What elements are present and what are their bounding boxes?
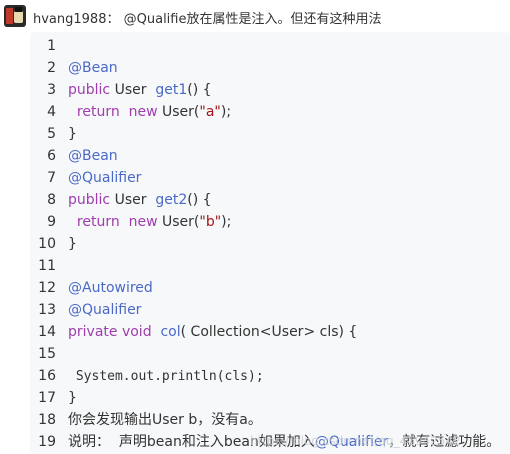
code-text: 说明： 声明bean和注入bean如果加入@Qualifier，就有过滤功能。 <box>68 431 500 453</box>
annotation-token: @Qualifier <box>68 302 142 318</box>
code-line: 18 你会发现输出User b，没有a。 <box>30 409 510 431</box>
code-text: System.out.println(cls); <box>68 365 264 388</box>
code-line: 12 @Autowired <box>30 277 510 299</box>
line-number: 18 <box>38 412 56 428</box>
code-line: 17} <box>30 387 510 409</box>
annotation-token: @Qualifier <box>68 170 142 186</box>
line-number: 7 <box>47 170 56 186</box>
plain-token: () { <box>187 82 212 98</box>
code-line: 13 @Qualifier <box>30 299 510 321</box>
line-number: 5 <box>47 126 56 142</box>
code-text: public User get1() { <box>68 79 212 101</box>
code-line: 1 <box>30 35 510 57</box>
line-number: 11 <box>38 258 56 274</box>
comment-body: @Qualifie放在属性是注入。但还有这种用法 <box>123 12 382 27</box>
code-line: 19 说明： 声明bean和注入bean如果加入@Qualifier，就有过滤功能… <box>30 431 510 453</box>
plain-token: User <box>110 192 156 208</box>
code-line: 14 private void col( Collection<User> cls… <box>30 321 510 343</box>
annotation-token: @Qualifier <box>314 434 389 450</box>
comment-text: hvang1988： @Qualifie放在属性是注入。但还有这种用法 <box>33 8 381 27</box>
line-number: 8 <box>47 192 56 208</box>
code-text: } <box>68 233 77 255</box>
code-line: 2 @Bean <box>30 57 510 79</box>
line-number: 16 <box>38 368 56 384</box>
code-line: 9 return new User("b"); <box>30 211 510 233</box>
code-text: private void col( Collection<User> cls) … <box>68 321 357 343</box>
code-text: @Bean <box>68 145 118 167</box>
code-text: @Autowired <box>68 277 153 299</box>
code-line: 3 public User get1() { <box>30 79 510 101</box>
code-text: @Qualifier <box>68 299 141 321</box>
plain-token: User <box>110 82 156 98</box>
code-text: 你会发现输出User b，没有a。 <box>68 409 262 431</box>
plain-token: User( <box>157 214 200 230</box>
function-token: col <box>160 324 181 340</box>
plain-token: ); <box>221 214 232 230</box>
line-number: 14 <box>38 324 56 340</box>
function-token: get1 <box>155 82 188 98</box>
line-number: 6 <box>47 148 56 164</box>
string-token: "a" <box>199 104 221 120</box>
annotation-token: @Autowired <box>68 280 153 296</box>
annotation-token: @Bean <box>68 148 118 164</box>
keyword-token: public <box>68 192 111 208</box>
keyword-token: new <box>128 214 158 230</box>
plain-token: } <box>68 390 77 406</box>
keyword-token: new <box>128 104 158 120</box>
plain-token <box>120 214 129 230</box>
line-number: 4 <box>47 104 56 120</box>
code-text: @Qualifier <box>68 167 141 189</box>
plain-token: 说明： 声明bean和注入bean如果加入 <box>68 434 315 450</box>
code-text: return new User("b"); <box>68 211 231 233</box>
line-number: 13 <box>38 302 56 318</box>
code-line: 4 return new User("a"); <box>30 101 510 123</box>
code-line: 15 <box>30 343 510 365</box>
line-number: 15 <box>38 346 56 362</box>
code-line: 8 public User get2() { <box>30 189 510 211</box>
line-number: 12 <box>38 280 56 296</box>
code-text: @Bean <box>68 57 118 79</box>
line-number: 9 <box>47 214 56 230</box>
code-line: 10} <box>30 233 510 255</box>
function-token: get2 <box>155 192 188 208</box>
line-number: 17 <box>38 390 56 406</box>
line-number: 1 <box>47 38 56 54</box>
plain-token: User( <box>157 104 200 120</box>
watermark-text: https://blog.csdn.net/qq_41942542 <box>250 434 461 448</box>
comment-header: hvang1988： @Qualifie放在属性是注入。但还有这种用法 <box>0 0 510 32</box>
plain-token: ，就有过滤功能。 <box>388 434 501 450</box>
string-token: "b" <box>199 214 222 230</box>
keyword-token: return <box>68 104 120 120</box>
line-number: 2 <box>47 60 56 76</box>
plain-token <box>120 104 129 120</box>
plain-token: ); <box>220 104 232 120</box>
code-line: 7 @Qualifier <box>30 167 510 189</box>
mono-token: System.out.println(cls); <box>68 369 264 384</box>
comment-username[interactable]: hvang1988： <box>33 12 120 27</box>
plain-token: ( Collection<User> cls) { <box>180 324 358 340</box>
keyword-token: private void <box>68 324 152 340</box>
user-avatar[interactable] <box>4 5 26 27</box>
code-text: } <box>68 123 77 145</box>
code-text: public User get2() { <box>68 189 212 211</box>
plain-token: } <box>68 236 77 252</box>
line-number: 3 <box>47 82 56 98</box>
annotation-token: @Bean <box>68 60 118 76</box>
code-text: return new User("a"); <box>68 101 231 123</box>
keyword-token: public <box>68 82 111 98</box>
code-line: 6 @Bean <box>30 145 510 167</box>
plain-token: 你会发现输出User b，没有a。 <box>68 412 262 428</box>
line-number: 10 <box>38 236 56 252</box>
code-line: 11 <box>30 255 510 277</box>
code-line: 5} <box>30 123 510 145</box>
code-line: 16 System.out.println(cls); <box>30 365 510 387</box>
line-number: 19 <box>38 434 56 450</box>
code-text: } <box>68 387 77 409</box>
plain-token: () { <box>187 192 212 208</box>
keyword-token: return <box>68 214 120 230</box>
plain-token: } <box>68 126 77 142</box>
